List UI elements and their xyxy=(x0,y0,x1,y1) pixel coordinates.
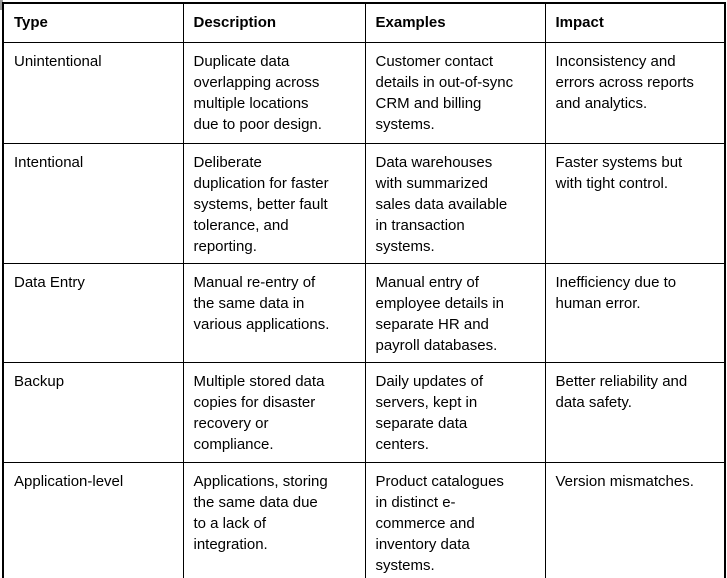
cell-examples: Product catalogues in distinct e- commer… xyxy=(364,461,546,578)
column-header-examples: Examples xyxy=(364,2,546,43)
column-header-impact: Impact xyxy=(544,2,726,43)
table-row-data-entry: Data Entry Manual re-entry of the same d… xyxy=(2,262,726,363)
cell-description: Applications, storing the same data due … xyxy=(182,461,366,578)
table-row-backup: Backup Multiple stored data copies for d… xyxy=(2,361,726,463)
cell-description: Manual re-entry of the same data in vari… xyxy=(182,262,366,363)
cell-type: Data Entry xyxy=(2,262,184,363)
cell-examples: Manual entry of employee details in sepa… xyxy=(364,262,546,363)
table-row-intentional: Intentional Deliberate duplication for f… xyxy=(2,142,726,264)
header-row: Type Description Examples Impact xyxy=(2,2,726,43)
cell-impact: Faster systems but with tight control. xyxy=(544,142,726,264)
cell-description: Duplicate data overlapping across multip… xyxy=(182,41,366,144)
cell-examples: Data warehouses with summarized sales da… xyxy=(364,142,546,264)
column-header-description: Description xyxy=(182,2,366,43)
table-header: Type Description Examples Impact xyxy=(2,2,726,43)
cell-examples: Daily updates of servers, kept in separa… xyxy=(364,361,546,463)
column-header-type: Type xyxy=(2,2,184,43)
cell-impact: Better reliability and data safety. xyxy=(544,361,726,463)
cell-type: Backup xyxy=(2,361,184,463)
cell-impact: Version mismatches. xyxy=(544,461,726,578)
screenshot-edge-artifact xyxy=(0,0,3,10)
table-body: Unintentional Duplicate data overlapping… xyxy=(2,41,726,578)
cell-examples: Customer contact details in out-of-sync … xyxy=(364,41,546,144)
cell-impact: Inefficiency due to human error. xyxy=(544,262,726,363)
cell-type: Application-level xyxy=(2,461,184,578)
cell-description: Deliberate duplication for faster system… xyxy=(182,142,366,264)
table-row-application-level: Application-level Applications, storing … xyxy=(2,461,726,578)
table-row-unintentional: Unintentional Duplicate data overlapping… xyxy=(2,41,726,144)
cell-type: Intentional xyxy=(2,142,184,264)
cell-type: Unintentional xyxy=(2,41,184,144)
cell-description: Multiple stored data copies for disaster… xyxy=(182,361,366,463)
cell-impact: Inconsistency and errors across reports … xyxy=(544,41,726,144)
